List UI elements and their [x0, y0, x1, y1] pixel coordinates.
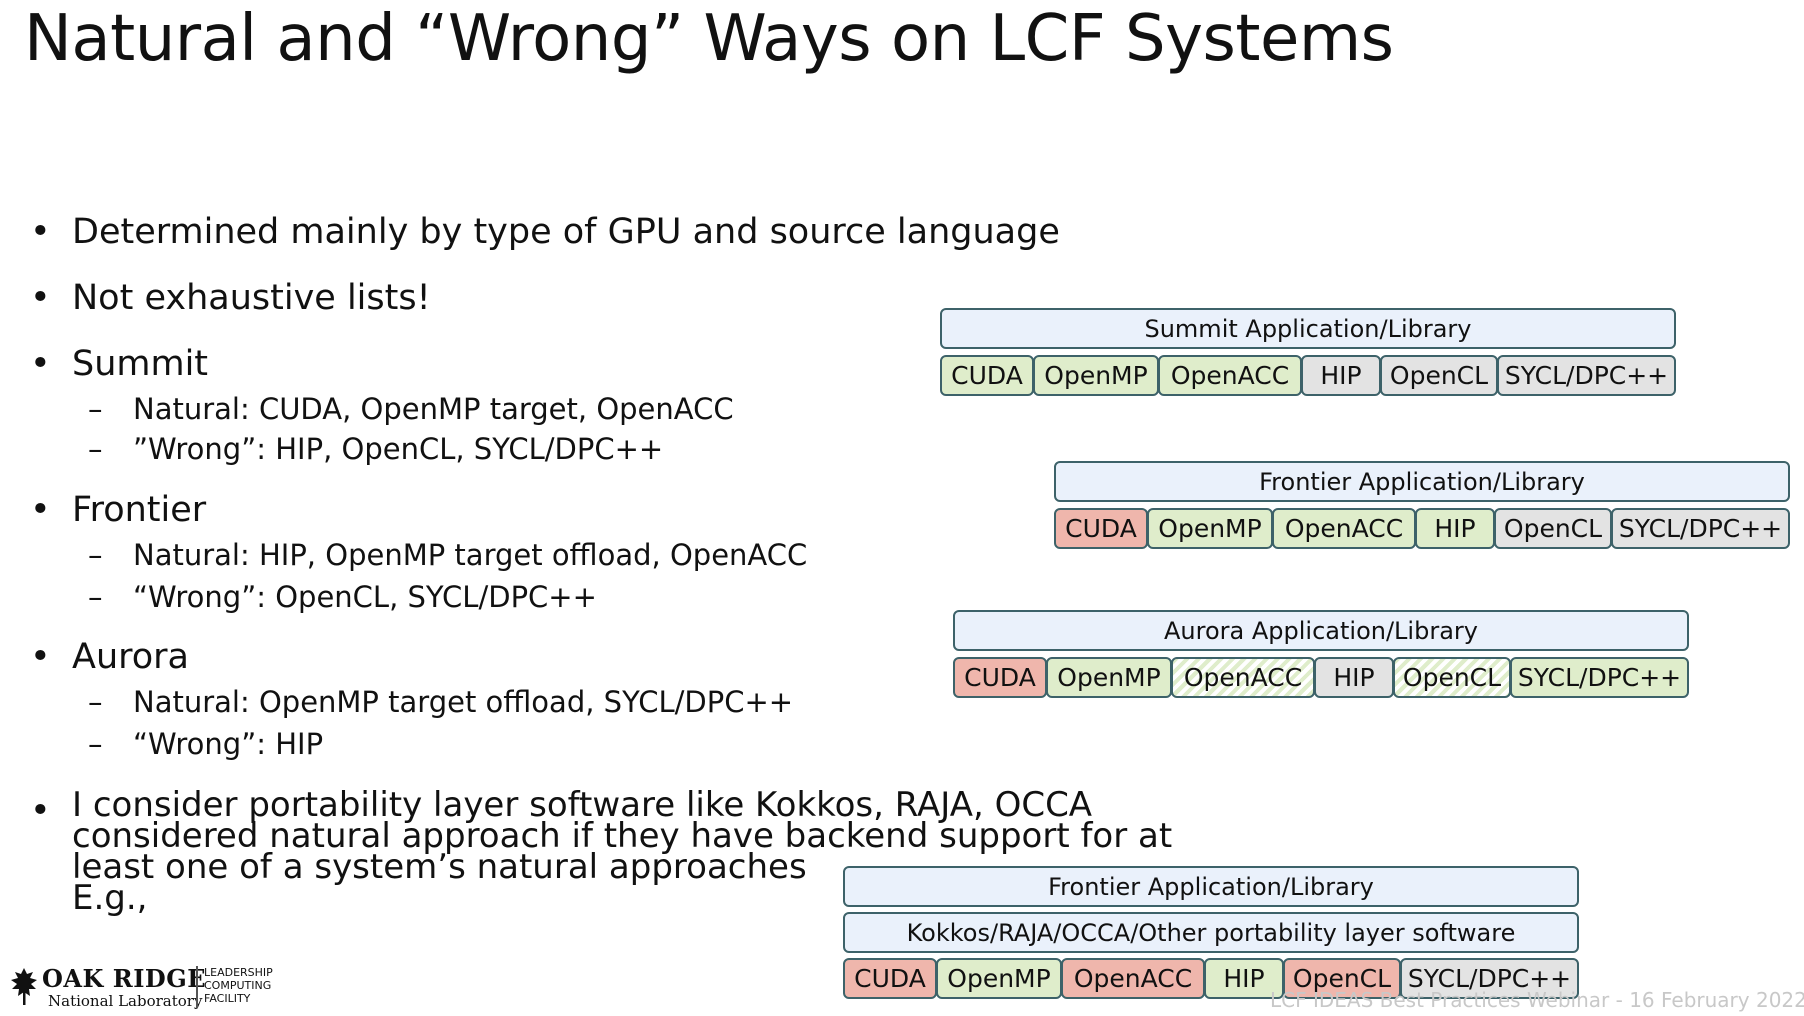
- aurora-stack-diagram: Aurora Application/Library CUDA OpenMP O…: [953, 610, 1689, 702]
- bullet-dot: •: [30, 791, 51, 831]
- portability-cell-cuda: CUDA: [843, 958, 937, 999]
- summit-stack-diagram: Summit Application/Library CUDA OpenMP O…: [940, 308, 1676, 400]
- footer-text: LCF IDEAS Best Practices Webinar - 16 Fe…: [1270, 988, 1804, 1012]
- aurora-app-layer: Aurora Application/Library: [953, 610, 1689, 651]
- frontier-cell-cuda: CUDA: [1054, 508, 1148, 549]
- summit-app-layer: Summit Application/Library: [940, 308, 1676, 349]
- lcf-line: LEADERSHIP: [204, 966, 273, 979]
- aurora-cell-opencl: OpenCL: [1393, 657, 1511, 698]
- aurora-cell-openacc: OpenACC: [1171, 657, 1315, 698]
- portability-stack-diagram: Frontier Application/Library Kokkos/RAJA…: [843, 866, 1579, 1004]
- portability-cell-opencl: OpenCL: [1283, 958, 1401, 999]
- slide-title: Natural and “Wrong” Ways on LCF Systems: [24, 2, 1394, 76]
- portability-cell-openmp: OpenMP: [936, 958, 1062, 999]
- bullet-dot: •: [30, 490, 51, 530]
- aurora-cell-openmp: OpenMP: [1046, 657, 1172, 698]
- sub-bullet-text: Natural: CUDA, OpenMP target, OpenACC: [133, 392, 734, 426]
- paragraph-line: least one of a system’s natural approach…: [72, 847, 807, 887]
- bullet-dot: •: [30, 212, 51, 252]
- paragraph-line: considered natural approach if they have…: [72, 816, 1173, 856]
- portability-app-layer: Frontier Application/Library: [843, 866, 1579, 907]
- sub-bullet-dash: –: [88, 432, 103, 466]
- sub-bullet-dash: –: [88, 727, 103, 761]
- oak-leaf-icon: [8, 966, 40, 1010]
- sub-bullet-dash: –: [88, 685, 103, 719]
- bullet-dot: •: [30, 637, 51, 677]
- sub-bullet-text: ”Wrong”: HIP, OpenCL, SYCL/DPC++: [133, 432, 664, 466]
- bullet-dot: •: [30, 344, 51, 384]
- paragraph-line: I consider portability layer software li…: [72, 785, 1093, 825]
- ornl-logo: OAK RIDGE National Laboratory LEADERSHIP…: [8, 962, 288, 1010]
- portability-paragraph: I consider portability layer software li…: [72, 785, 1173, 918]
- frontier-stack-diagram: Frontier Application/Library CUDA OpenMP…: [1054, 461, 1790, 553]
- bullet-text: Aurora: [72, 637, 189, 677]
- bullet-text: Frontier: [72, 490, 207, 530]
- frontier-cell-sycl: SYCL/DPC++: [1611, 508, 1790, 549]
- summit-cell-opencl: OpenCL: [1380, 355, 1498, 396]
- lcf-wordmark: LEADERSHIP COMPUTING FACILITY: [204, 966, 273, 1005]
- sub-bullet-text: Natural: OpenMP target offload, SYCL/DPC…: [133, 685, 794, 719]
- sub-bullet-dash: –: [88, 392, 103, 426]
- aurora-cell-sycl: SYCL/DPC++: [1510, 657, 1689, 698]
- aurora-cell-hip: HIP: [1314, 657, 1394, 698]
- summit-cell-cuda: CUDA: [940, 355, 1034, 396]
- bullet-dot: •: [30, 278, 51, 318]
- lcf-line: COMPUTING: [204, 979, 272, 992]
- bullet-text: Not exhaustive lists!: [72, 278, 431, 318]
- logo-name: OAK RIDGE: [42, 964, 207, 993]
- frontier-app-layer: Frontier Application/Library: [1054, 461, 1790, 502]
- frontier-cell-openmp: OpenMP: [1147, 508, 1273, 549]
- portability-cell-hip: HIP: [1204, 958, 1284, 999]
- bullet-text: Determined mainly by type of GPU and sou…: [72, 212, 1060, 252]
- aurora-cell-cuda: CUDA: [953, 657, 1047, 698]
- sub-bullet-text: “Wrong”: OpenCL, SYCL/DPC++: [133, 580, 597, 614]
- frontier-cell-hip: HIP: [1415, 508, 1495, 549]
- portability-layer: Kokkos/RAJA/OCCA/Other portability layer…: [843, 912, 1579, 953]
- summit-cell-openmp: OpenMP: [1033, 355, 1159, 396]
- logo-subtitle: National Laboratory: [48, 992, 203, 1010]
- sub-bullet-dash: –: [88, 538, 103, 572]
- logo-divider: [196, 966, 198, 1008]
- paragraph-line: E.g.,: [72, 878, 148, 918]
- sub-bullet-dash: –: [88, 580, 103, 614]
- summit-cell-openacc: OpenACC: [1158, 355, 1302, 396]
- frontier-cell-openacc: OpenACC: [1272, 508, 1416, 549]
- portability-cell-sycl: SYCL/DPC++: [1400, 958, 1579, 999]
- summit-cell-sycl: SYCL/DPC++: [1497, 355, 1676, 396]
- sub-bullet-text: “Wrong”: HIP: [133, 727, 324, 761]
- lcf-line: FACILITY: [204, 992, 251, 1005]
- sub-bullet-text: Natural: HIP, OpenMP target offload, Ope…: [133, 538, 808, 572]
- frontier-cell-opencl: OpenCL: [1494, 508, 1612, 549]
- portability-cell-openacc: OpenACC: [1061, 958, 1205, 999]
- bullet-text: Summit: [72, 344, 209, 384]
- summit-cell-hip: HIP: [1301, 355, 1381, 396]
